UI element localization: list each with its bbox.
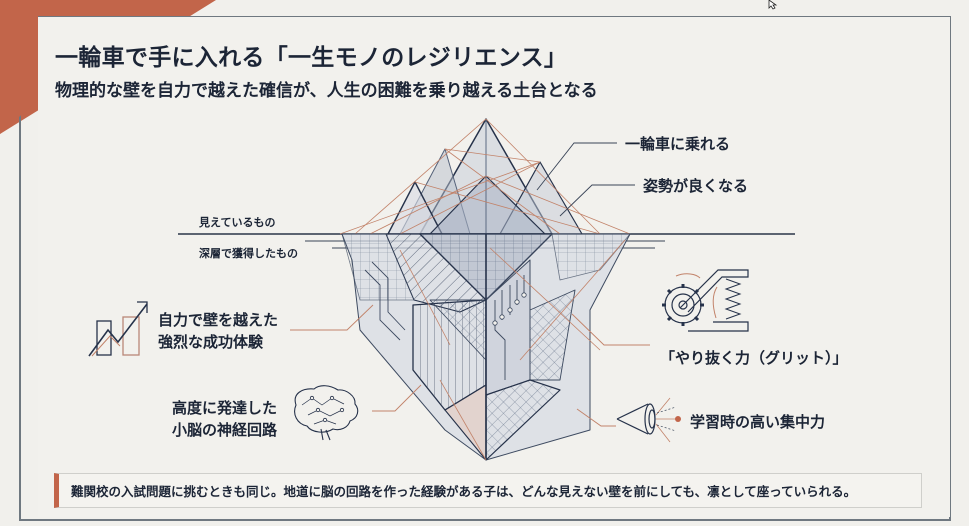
iceberg-underwater — [341, 233, 631, 461]
iceberg-tip — [339, 118, 631, 235]
mouse-cursor-icon — [768, 0, 778, 10]
slide-title: 一輪車で手に入れる「一生モノのレジリエンス」 — [55, 45, 568, 71]
footer-note-text: 難関校の入試問題に挑むときも同じ。地道に脳の回路を作った経験がある子は、どんな見… — [71, 484, 857, 499]
gear-spring-mechanism-icon — [662, 269, 749, 332]
focus-eye-cone-icon — [616, 397, 681, 443]
waterline-label-above: 見えているもの — [199, 216, 276, 229]
deep-item-focus: 学習時の高い集中力 — [690, 413, 826, 431]
deep-item-cerebellum-circuits: 高度に発達した 小脳の神経回路 — [172, 399, 278, 439]
growth-chart-arrow-icon — [88, 301, 148, 357]
visible-item-label: 姿勢が良くなる — [643, 177, 749, 195]
footer-note: 難関校の入試問題に挑むときも同じ。地道に脳の回路を作った経験がある子は、どんな見… — [54, 473, 922, 508]
deep-item-success-experience: 自力で壁を越えた 強烈な成功体験 — [158, 311, 279, 351]
brain-circuit-icon — [294, 385, 359, 441]
deep-item-grit: 「やり抜く力（グリット）」 — [660, 349, 848, 367]
slide-subtitle: 物理的な壁を自力で越えた確信が、人生の困難を乗り越える土台となる — [55, 81, 598, 101]
waterline-label-below: 深層で獲得したもの — [199, 247, 298, 260]
visible-item-label: 一輪車に乗れる — [625, 135, 731, 153]
